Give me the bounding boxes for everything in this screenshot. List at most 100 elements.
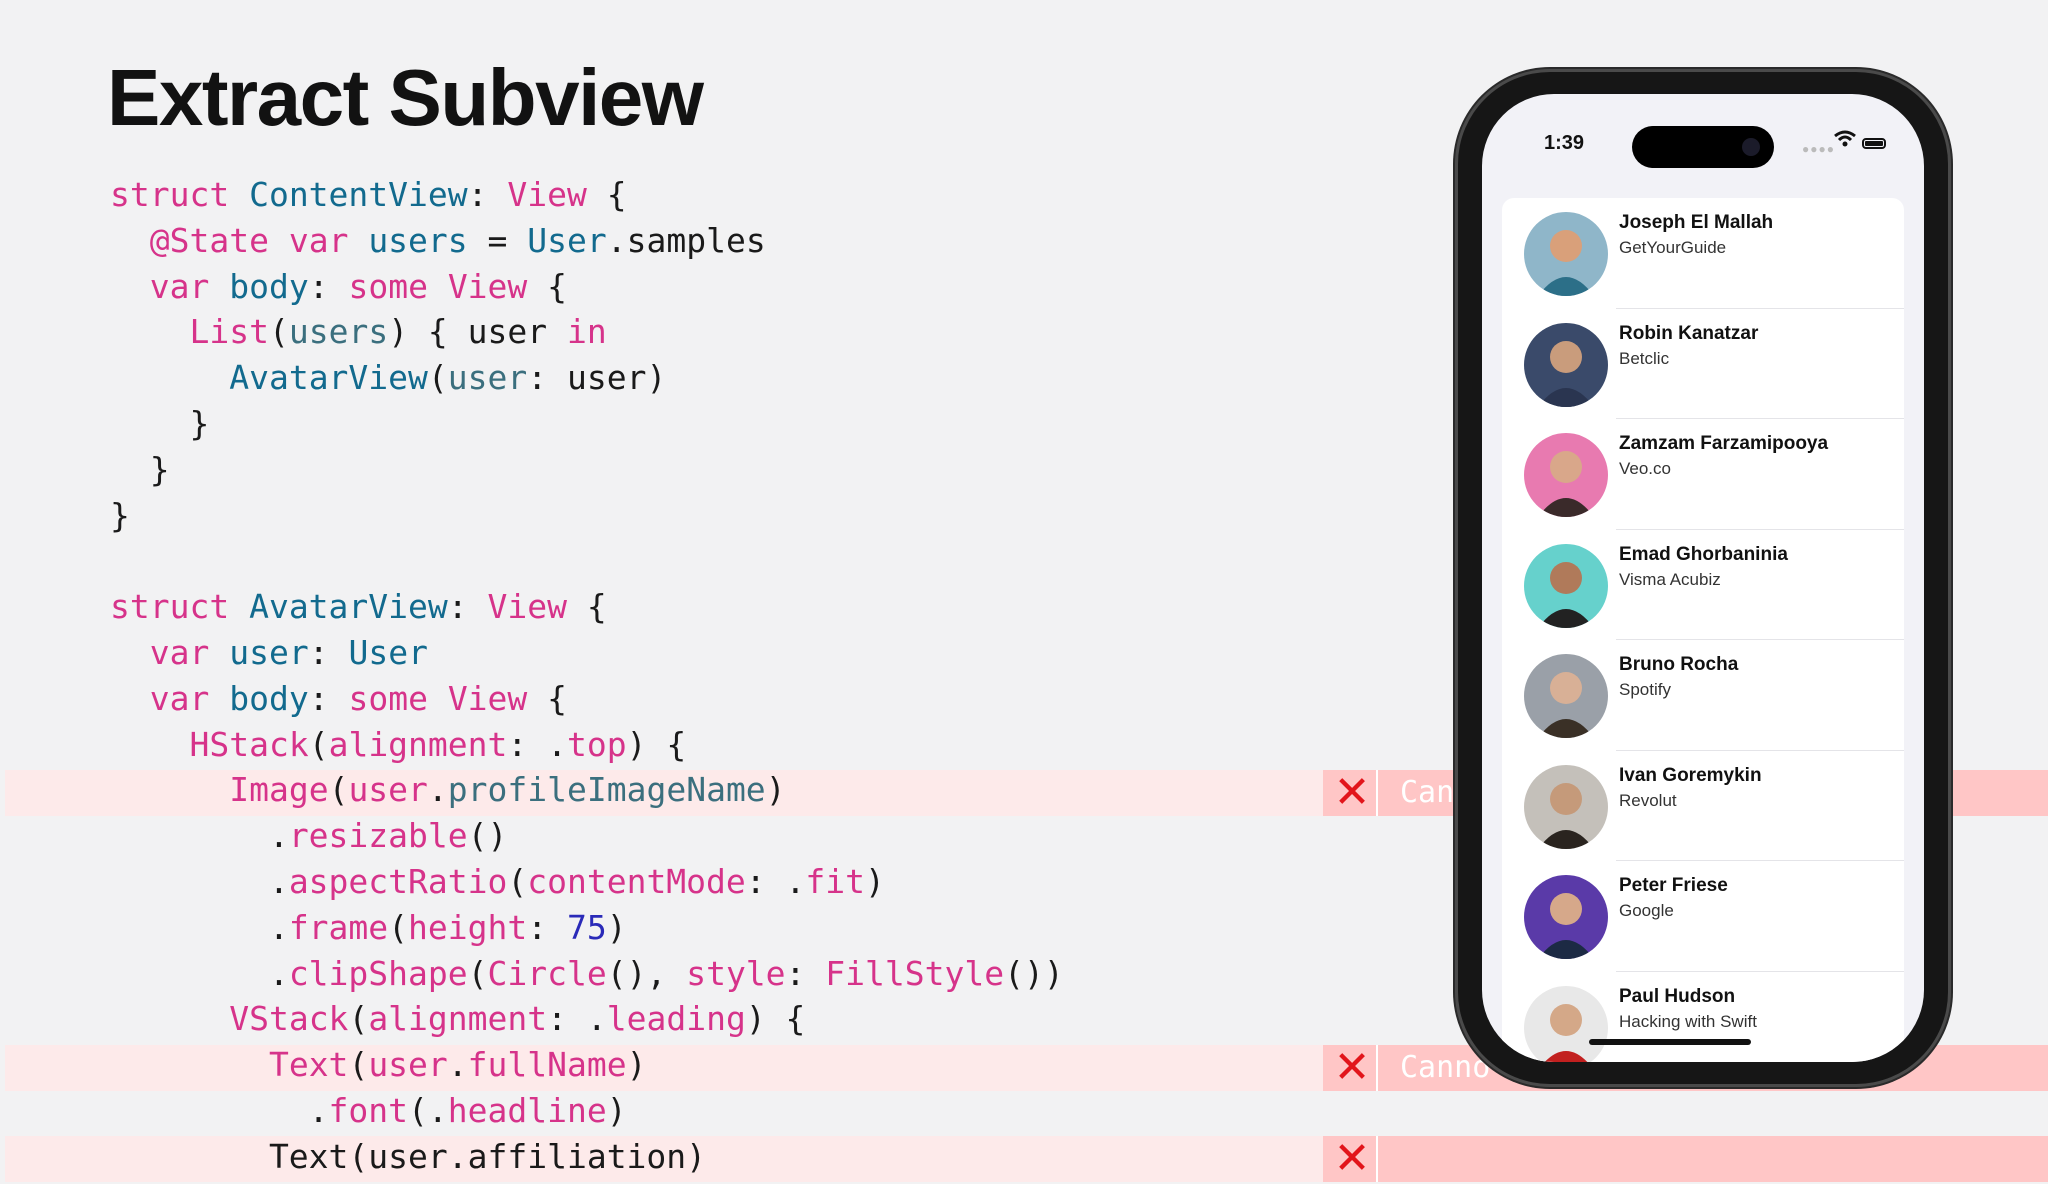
code-token: users: [288, 312, 389, 352]
code-token: (: [348, 1045, 369, 1085]
code-token: .: [427, 770, 448, 810]
code-token: [110, 358, 229, 397]
code-token: users: [368, 220, 468, 260]
code-token: (: [467, 953, 488, 993]
code-token: }: [110, 449, 170, 489]
code-token: .: [110, 861, 289, 901]
home-indicator[interactable]: [1589, 1039, 1751, 1045]
code-token: {: [527, 266, 568, 306]
dynamic-island: [1632, 126, 1774, 168]
code-line: }: [110, 401, 1064, 447]
code-token: [110, 633, 150, 672]
code-token: [110, 999, 229, 1038]
code-token: some: [348, 678, 448, 718]
error-line-highlight: [5, 770, 1323, 816]
code-token: aspectRatio: [288, 861, 508, 901]
code-line: List(users) { user in: [110, 309, 1064, 355]
code-line: .clipShape(Circle(), style: FillStyle()): [110, 951, 1064, 997]
error-x-icon: ✕: [1333, 767, 1371, 818]
code-token: :: [527, 907, 567, 947]
code-token: View: [507, 175, 587, 214]
code-token: ()): [1004, 953, 1064, 993]
code-token: ) { user: [388, 312, 567, 352]
user-name: Robin Kanatzar: [1619, 322, 1759, 344]
code-token: (: [268, 312, 289, 352]
avatar-photo-icon: [1524, 985, 1608, 1062]
code-token: :: [785, 953, 826, 993]
code-line: @State var users = User.samples: [110, 218, 1064, 264]
code-token: var: [149, 266, 230, 306]
code-line: .font(.headline): [110, 1088, 1064, 1134]
code-token: (: [427, 358, 448, 398]
code-token: @State: [149, 220, 289, 260]
code-token: Text: [268, 1045, 349, 1085]
code-line: AvatarView(user: user): [110, 355, 1064, 401]
code-token: .: [110, 816, 289, 856]
code-token: =: [467, 220, 528, 260]
error-x-icon: ✕: [1333, 1042, 1371, 1093]
code-token: (: [507, 861, 528, 901]
code-token: 75: [567, 907, 607, 947]
code-token: {: [527, 678, 568, 718]
code-token: struct: [110, 587, 250, 627]
code-token: (.: [408, 1090, 448, 1130]
code-line: }: [110, 493, 1064, 539]
code-line: .frame(height: 75): [110, 905, 1064, 951]
error-message[interactable]: Can: [1400, 775, 1455, 810]
code-token: (),: [606, 953, 687, 993]
code-token: : user): [527, 358, 667, 398]
code-token: }: [110, 495, 130, 535]
code-token: Circle: [487, 953, 607, 993]
code-token: profileImageName: [447, 770, 766, 810]
code-token: contentMode: [527, 861, 746, 901]
code-token: clipShape: [288, 953, 468, 993]
code-token: (): [467, 816, 508, 856]
avatar-photo-icon: [1524, 322, 1608, 407]
code-token: : .: [507, 724, 567, 764]
code-line: struct ContentView: View {: [110, 172, 1064, 218]
wifi-icon: [1834, 130, 1856, 147]
code-token: ) {: [745, 999, 806, 1039]
user-affiliation: GetYourGuide: [1619, 238, 1727, 257]
code-token: top: [567, 724, 627, 764]
avatar: [1524, 543, 1608, 628]
code-token: height: [408, 907, 528, 947]
code-token: ): [626, 1045, 647, 1085]
camera-icon: [1742, 138, 1760, 156]
code-token: }: [110, 403, 210, 443]
code-token: [110, 1045, 269, 1084]
code-block: struct ContentView: View { @State var us…: [110, 172, 1064, 1180]
code-token: User: [527, 220, 607, 260]
code-token: alignment: [368, 999, 548, 1039]
code-token: List: [189, 312, 269, 352]
code-token: user: [447, 358, 528, 398]
code-token: View: [447, 678, 528, 718]
error-message[interactable]: Canno: [1400, 1050, 1491, 1085]
code-line: VStack(alignment: .leading) {: [110, 996, 1064, 1042]
user-name: Joseph El Mallah: [1619, 212, 1774, 233]
code-token: .samples: [606, 220, 766, 260]
code-token: user: [368, 1045, 448, 1085]
user-affiliation: Visma Acubiz: [1619, 569, 1721, 589]
code-token: var: [288, 220, 369, 260]
code-token: .: [110, 953, 289, 993]
error-banner: [1323, 1136, 2048, 1182]
code-token: User: [348, 632, 428, 672]
code-token: ): [865, 861, 885, 901]
code-token: style: [686, 953, 786, 993]
code-line: }: [110, 447, 1064, 493]
code-token: :: [308, 678, 349, 718]
slide-title: Extract Subview: [107, 53, 704, 142]
avatar: [1524, 764, 1608, 849]
code-token: {: [567, 587, 607, 627]
